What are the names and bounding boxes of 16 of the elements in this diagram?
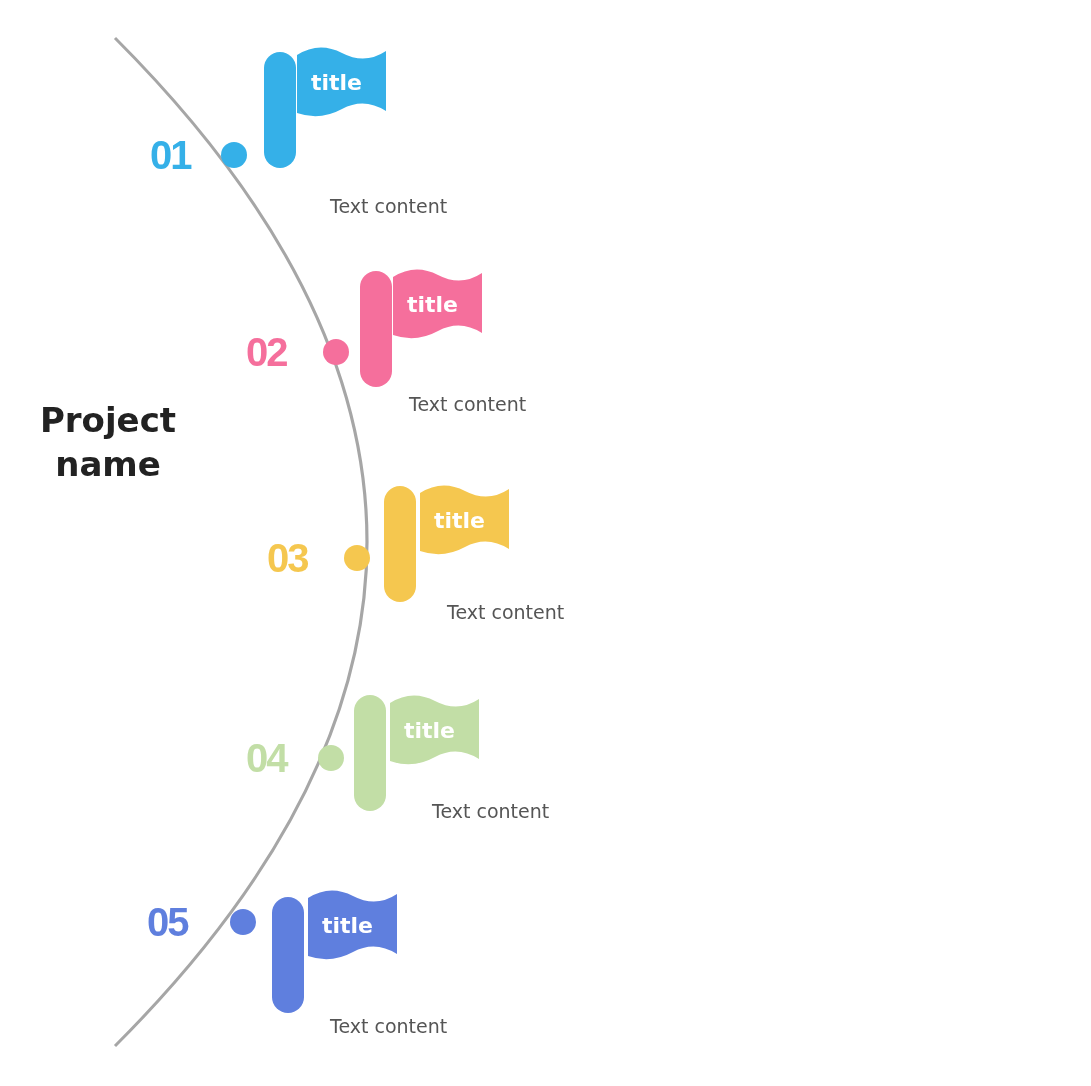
step-number: 03	[267, 536, 308, 580]
flag-title: title	[434, 508, 486, 534]
flag-title: title	[311, 70, 363, 96]
step-description: Text content	[432, 800, 550, 822]
step-number: 01	[150, 133, 191, 177]
step-description: Text content	[409, 393, 527, 415]
step-description: Text content	[330, 1015, 448, 1037]
flag-title: title	[407, 292, 459, 318]
flag-title: title	[404, 718, 456, 744]
step-description: Text content	[330, 195, 448, 217]
flag-title: title	[322, 913, 374, 939]
step-number: 02	[246, 330, 287, 374]
diagram-title: Project name	[38, 399, 178, 486]
step-number: 04	[246, 736, 287, 780]
step-description: Text content	[447, 601, 565, 623]
step-number: 05	[147, 900, 188, 944]
